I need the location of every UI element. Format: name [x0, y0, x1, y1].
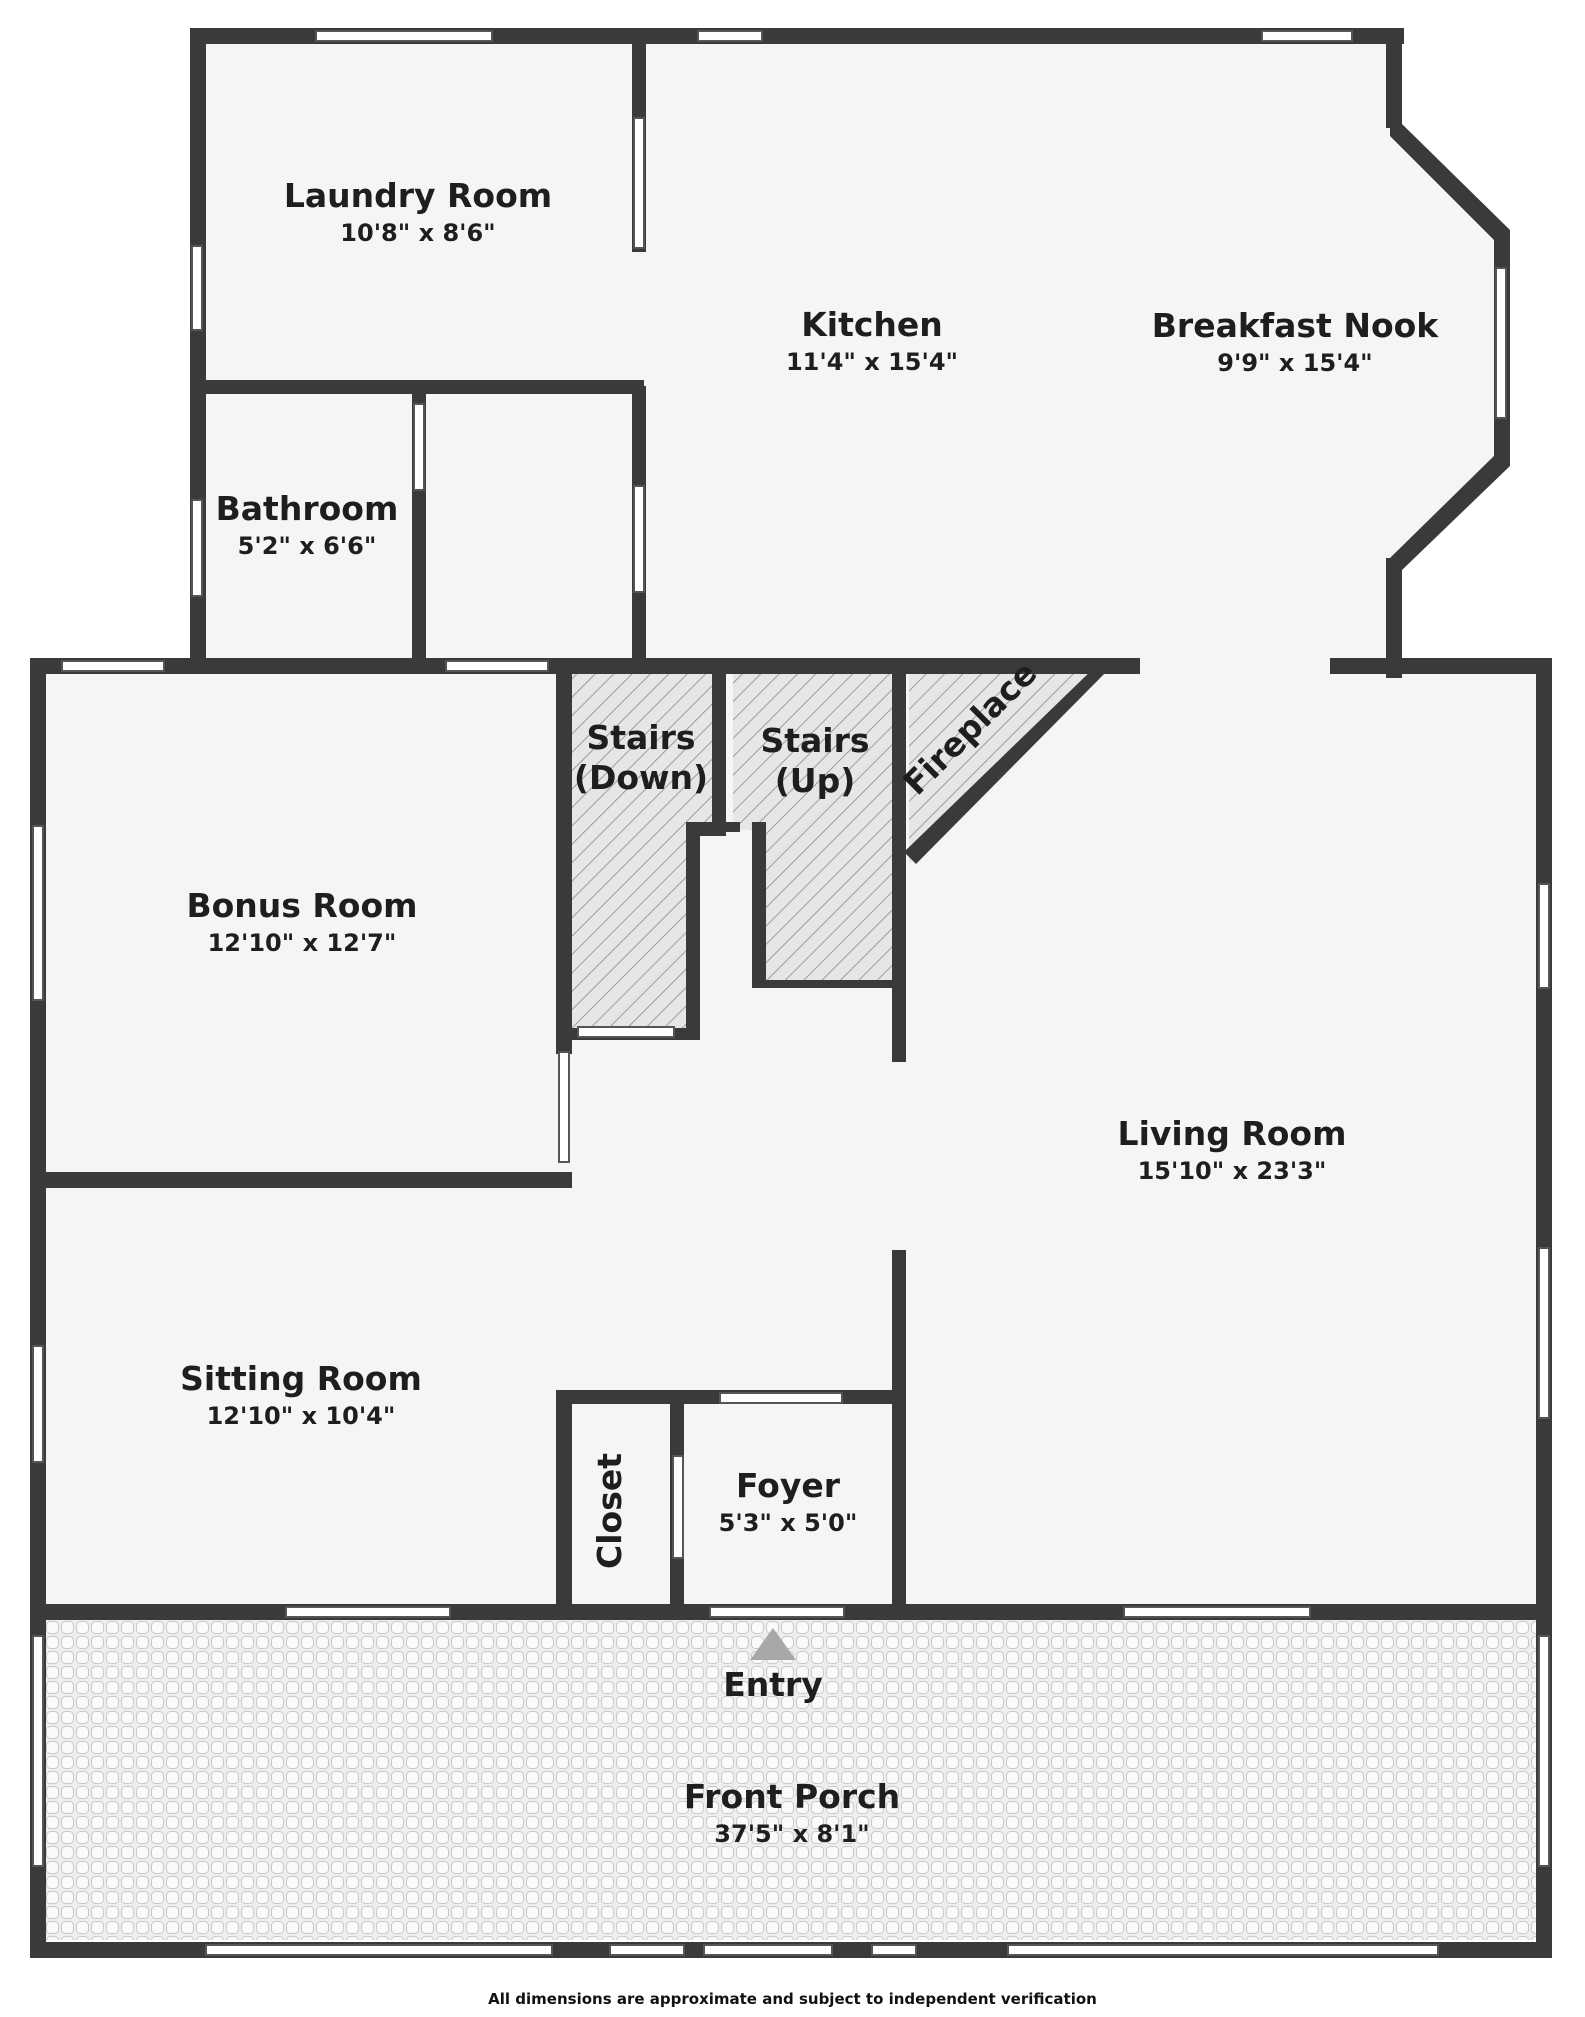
foyer-name: Foyer: [736, 1466, 841, 1505]
kitchen-name: Kitchen: [801, 305, 943, 344]
entry-label: Entry: [723, 1665, 823, 1704]
closet-label: Closet: [590, 1453, 629, 1569]
entry-arrow-icon: [750, 1628, 796, 1660]
laundry-room-name: Laundry Room: [284, 176, 552, 215]
foyer-dim: 5'3" x 5'0": [719, 1509, 858, 1537]
windows: [32, 30, 1550, 1956]
breakfast-nook-name: Breakfast Nook: [1152, 306, 1440, 345]
disclaimer-footer: All dimensions are approximate and subje…: [488, 1990, 1097, 2008]
front-porch-name: Front Porch: [684, 1777, 900, 1816]
stairs-up-direction: (Up): [775, 761, 856, 800]
front-porch-dim: 37'5" x 8'1": [714, 1820, 869, 1848]
sitting-room-dim: 12'10" x 10'4": [207, 1402, 396, 1430]
living-room-dim: 15'10" x 23'3": [1138, 1157, 1327, 1185]
breakfast-nook-dim: 9'9" x 15'4": [1217, 349, 1372, 377]
stairs-down-label: Stairs: [586, 718, 695, 757]
stairs-up-label: Stairs: [760, 721, 869, 760]
bonus-room-name: Bonus Room: [186, 886, 417, 925]
bathroom-dim: 5'2" x 6'6": [238, 532, 377, 560]
laundry-room-dim: 10'8" x 8'6": [340, 219, 495, 247]
bathroom-name: Bathroom: [216, 489, 399, 528]
stairs-down-direction: (Down): [574, 758, 708, 797]
kitchen-dim: 11'4" x 15'4": [786, 348, 958, 376]
living-room-name: Living Room: [1118, 1114, 1347, 1153]
bonus-room-dim: 12'10" x 12'7": [208, 929, 397, 957]
sitting-room-name: Sitting Room: [180, 1359, 422, 1398]
